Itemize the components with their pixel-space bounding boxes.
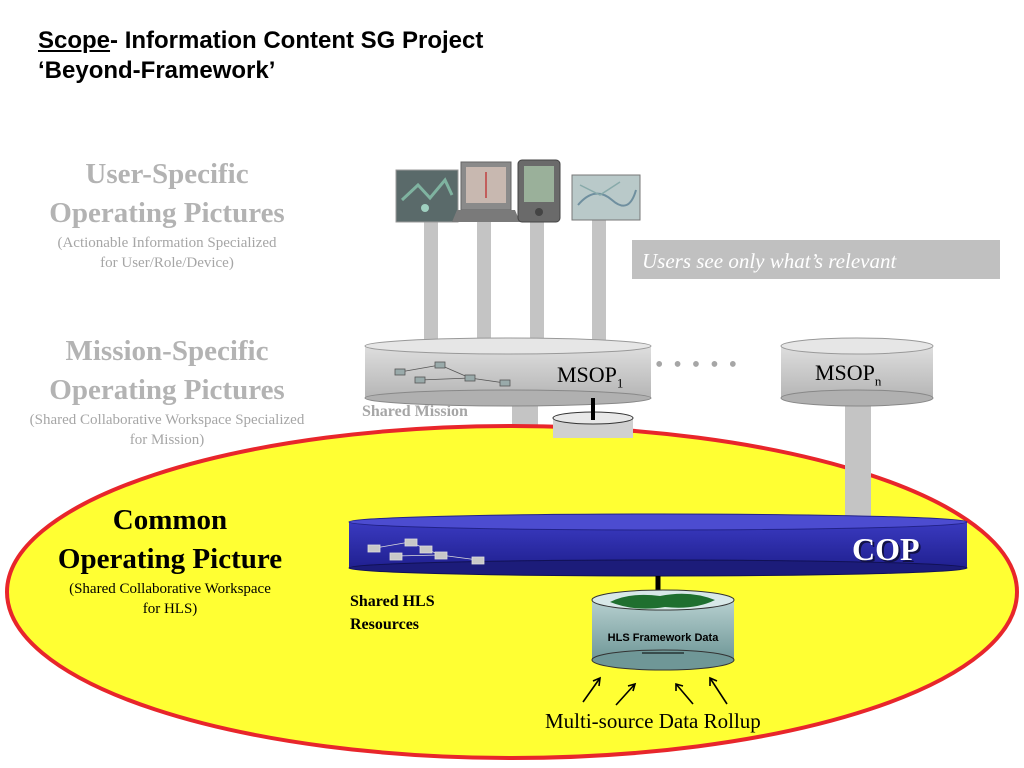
hls-database-label: HLS Framework Data — [607, 632, 719, 644]
mission-level-heading-1: Mission-Specific — [65, 335, 269, 367]
user-level-heading-1: User-Specific — [85, 158, 249, 190]
device-connector-3 — [530, 220, 544, 345]
msop1-disk — [364, 337, 652, 407]
user-level-label: User-Specific Operating Pictures (Action… — [0, 155, 334, 273]
cop-level-heading-2: Operating Picture — [57, 543, 283, 575]
msop1-label-base: MSOP — [557, 362, 617, 387]
msopn-label: MSOPn — [815, 360, 881, 389]
msop-ellipsis: • • • • • — [655, 352, 740, 378]
shared-mission-label: Shared Mission — [362, 403, 468, 420]
cop-disk — [348, 513, 968, 577]
msopn-disk — [780, 337, 934, 407]
rollup-arrows — [582, 676, 728, 706]
device-connector-1 — [424, 220, 438, 345]
shared-hls-line2: Resources — [350, 616, 420, 633]
hls-scope-ellipse — [5, 424, 1019, 760]
msopn-label-base: MSOP — [815, 360, 875, 385]
relevance-callout-text: Users see only what’s relevant — [642, 249, 897, 273]
mission-level-sub-2: for Mission) — [129, 432, 205, 448]
device-laptop-icon — [452, 161, 520, 222]
cop-level-label: Common Operating Picture (Shared Collabo… — [0, 501, 340, 619]
msop1-label-sub: 1 — [616, 375, 624, 391]
cop-network-icon — [367, 538, 485, 565]
msopn-label-sub: n — [874, 373, 882, 389]
device-pda-icon — [517, 159, 561, 223]
title-rest: - Information Content SG Project — [110, 27, 484, 54]
device-connector-4 — [592, 220, 606, 345]
title-scope-word: Scope — [38, 27, 111, 54]
user-level-sub-2: for User/Role/Device) — [100, 255, 234, 271]
cop-level-heading-1: Common — [112, 504, 228, 536]
relevance-callout-box — [632, 240, 1000, 279]
cop-level-sub-1: (Shared Collaborative Workspace — [69, 581, 271, 597]
msop1-network-icon — [394, 361, 511, 387]
hls-database-icon — [591, 589, 735, 671]
slide-title: Scope- Information Content SG Project ‘B… — [38, 26, 483, 86]
shared-hls-line1: Shared HLS — [350, 593, 435, 610]
device-connector-2 — [477, 220, 491, 345]
device-map-screen-icon — [571, 174, 641, 221]
shared-hls-label: Shared HLS Resources — [350, 590, 435, 636]
mission-level-label: Mission-Specific Operating Pictures (Sha… — [0, 332, 334, 450]
user-level-heading-2: Operating Pictures — [49, 197, 285, 229]
mission-level-sub-1: (Shared Collaborative Workspace Speciali… — [29, 412, 305, 428]
rollup-label: Multi-source Data Rollup — [545, 709, 761, 733]
device-desktop-icon — [395, 169, 459, 223]
msop1-label: MSOP1 — [557, 362, 623, 391]
cop-disk-label: COP — [852, 531, 920, 567]
cop-level-sub-2: for HLS) — [142, 601, 198, 617]
user-level-sub-1: (Actionable Information Specialized — [57, 235, 277, 251]
title-line2: ‘Beyond-Framework’ — [38, 57, 276, 84]
mission-level-heading-2: Operating Pictures — [49, 374, 285, 406]
